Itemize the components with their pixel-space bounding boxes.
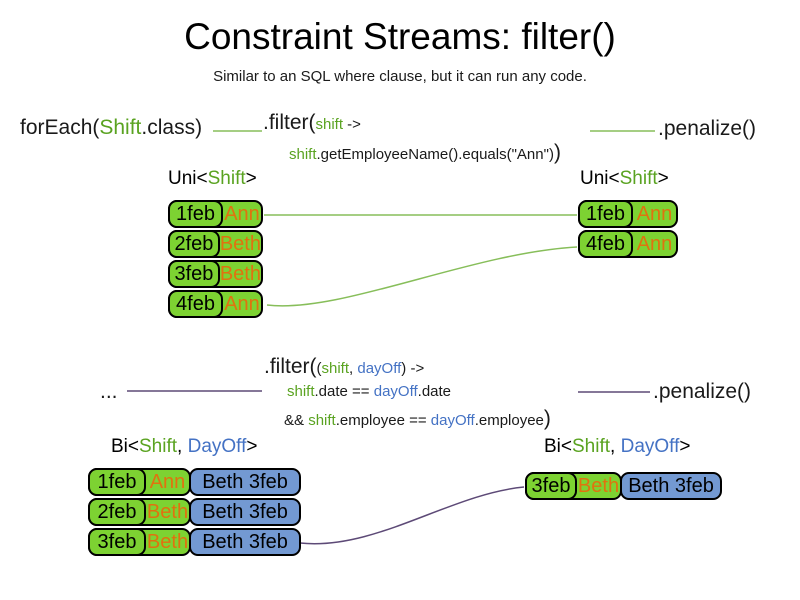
bi-right-row-1: 3feb Beth Beth 3feb	[525, 472, 722, 500]
uni-label-left-post: >	[245, 168, 257, 189]
shift-date-cell: 2feb	[88, 498, 146, 526]
uni-left-row-4: 4feb Ann	[168, 290, 263, 318]
uni-label-right-pre: Uni<	[580, 168, 620, 189]
uni-label-right-type: Shift	[619, 168, 658, 189]
connector-bi-match-3feb	[299, 486, 525, 545]
bi-label-right-pre: Bi<	[544, 436, 572, 457]
shift-employee-cell: Beth	[219, 262, 261, 285]
shift-date-cell: 1feb	[578, 200, 633, 228]
code-foreach: forEach(Shift.class)	[20, 116, 202, 140]
code-filter2-arrow: ->	[406, 360, 425, 377]
code-cond2-mid: .employee ==	[335, 412, 431, 429]
bi-label-left-post: >	[246, 436, 258, 457]
shift-date-cell: 1feb	[88, 468, 146, 496]
code-cond1-shift: shift	[287, 383, 315, 400]
code-foreach-class: Shift	[99, 116, 142, 139]
code-filter1-head: .filter(shift ->	[263, 111, 361, 135]
code-cond2-end: .employee	[474, 412, 544, 429]
shift-date-cell: 3feb	[525, 472, 577, 500]
page-subtitle: Similar to an SQL where clause, but it c…	[213, 68, 587, 85]
bi-left-row-1: 1feb Ann Beth 3feb	[88, 468, 301, 496]
code-foreach-post: .class)	[141, 116, 203, 139]
code-filter1-open: .filter(	[263, 111, 316, 134]
dayoff-cell: Beth 3feb	[189, 468, 301, 496]
bi-label-right-shift: Shift	[572, 436, 611, 457]
shift-date-cell: 1feb	[168, 200, 223, 228]
bi-label-right: Bi<Shift, DayOff>	[544, 436, 690, 458]
code-cond2-and: &&	[284, 412, 309, 429]
code-filter2-cond1: shift.date == dayOff.date	[287, 383, 451, 400]
code-filter1-body: shift.getEmployeeName().equals("Ann"))	[289, 141, 561, 165]
code-filter2-close-paren: )	[543, 407, 551, 430]
code-filter1-close-paren: )	[553, 141, 561, 164]
shift-date-cell: 3feb	[168, 260, 220, 288]
bi-label-left: Bi<Shift, DayOff>	[111, 436, 257, 458]
uni-left-row-2: 2feb Beth	[168, 230, 263, 258]
uni-left-row-1: 1feb Ann	[168, 200, 263, 228]
code-cond1-mid: .date ==	[314, 383, 374, 400]
code-filter2-cond2: && shift.employee == dayOff.employee)	[284, 407, 551, 431]
bi-left-row-2: 2feb Beth Beth 3feb	[88, 498, 301, 526]
shift-employee-cell: Ann	[636, 202, 673, 225]
code-source2: ...	[100, 380, 118, 403]
shift-employee-cell: Ann	[224, 292, 260, 315]
code-filter2-params-comma: ,	[349, 360, 358, 377]
uni-label-left-pre: Uni<	[168, 168, 208, 189]
shift-employee-cell: Ann	[149, 470, 186, 493]
shift-employee-cell: Beth	[146, 530, 189, 553]
bi-label-right-dayoff: DayOff	[620, 436, 680, 457]
bi-left-row-3: 3feb Beth Beth 3feb	[88, 528, 301, 556]
code-cond2-shift: shift	[308, 412, 336, 429]
code-filter1-body-rest: .getEmployeeName().equals("Ann")	[316, 146, 554, 163]
uni-left-row-3: 3feb Beth	[168, 260, 263, 288]
dayoff-cell: Beth 3feb	[620, 472, 722, 500]
bi-label-left-pre: Bi<	[111, 436, 139, 457]
code-foreach-pre: forEach(	[20, 116, 100, 139]
uni-right-row-1: 1feb Ann	[578, 200, 678, 228]
code-filter2-param-dayoff: dayOff	[357, 360, 402, 377]
uni-label-left-type: Shift	[207, 168, 246, 189]
bi-label-right-comma: ,	[610, 436, 621, 457]
bi-label-left-shift: Shift	[139, 436, 178, 457]
shift-employee-cell: Beth	[577, 474, 620, 497]
shift-employee-cell: Ann	[636, 232, 673, 255]
code-cond1-end: .date	[417, 383, 452, 400]
bi-label-left-comma: ,	[177, 436, 188, 457]
dayoff-cell: Beth 3feb	[189, 528, 301, 556]
code-cond2-dayoff: dayOff	[430, 412, 475, 429]
code-filter2-param-shift: shift	[321, 360, 350, 377]
bi-label-right-post: >	[679, 436, 691, 457]
shift-date-cell: 2feb	[168, 230, 220, 258]
shift-employee-cell: Beth	[219, 232, 261, 255]
bi-label-left-dayoff: DayOff	[187, 436, 247, 457]
code-filter2-params-open: (	[316, 360, 322, 377]
code-filter1-body-var: shift	[289, 146, 317, 163]
shift-date-cell: 3feb	[88, 528, 146, 556]
uni-label-left: Uni<Shift>	[168, 168, 257, 190]
code-penalize2: .penalize()	[653, 380, 752, 403]
shift-employee-cell: Ann	[224, 202, 260, 225]
code-filter2-params-close: )	[401, 360, 407, 377]
dayoff-cell: Beth 3feb	[189, 498, 301, 526]
code-filter2-open: .filter(	[264, 355, 317, 378]
shift-employee-cell: Beth	[146, 500, 189, 523]
connector-uni-match-4feb	[266, 246, 578, 307]
uni-label-right: Uni<Shift>	[580, 168, 669, 190]
page-title: Constraint Streams: filter()	[184, 16, 616, 57]
code-filter1-arrow: ->	[343, 116, 361, 133]
shift-date-cell: 4feb	[168, 290, 223, 318]
shift-date-cell: 4feb	[578, 230, 633, 258]
uni-label-right-post: >	[657, 168, 669, 189]
code-filter2-head: .filter((shift, dayOff) ->	[264, 355, 424, 379]
code-filter1-param: shift	[315, 116, 344, 133]
uni-right-row-2: 4feb Ann	[578, 230, 678, 258]
code-cond1-dayoff: dayOff	[373, 383, 418, 400]
code-penalize1: .penalize()	[658, 117, 757, 140]
